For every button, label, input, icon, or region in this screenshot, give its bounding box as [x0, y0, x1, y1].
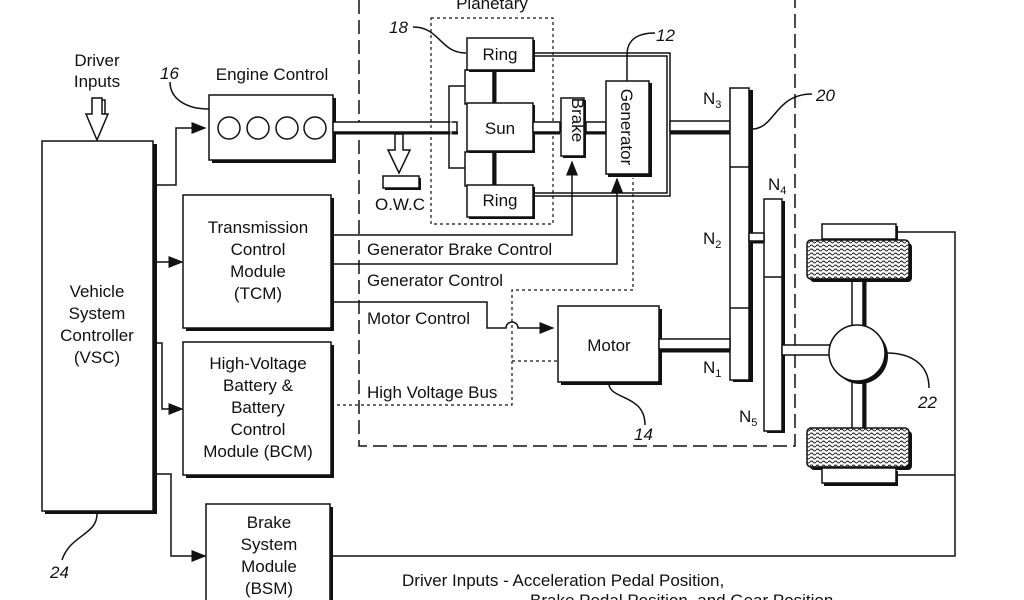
wheel-top [806, 239, 910, 280]
cylinder-icon [246, 116, 270, 140]
motor-block: Motor 14 [557, 305, 662, 444]
brake-label: Brake [568, 98, 587, 142]
n1-label: N1 [703, 358, 721, 380]
owc-label: O.W.C [375, 195, 425, 214]
bcm-line1: High-Voltage [209, 354, 306, 373]
tcm-block: Transmission Control Module (TCM) [182, 194, 334, 331]
axle-ref-number: 22 [917, 393, 937, 412]
axle-assembly: 22 [806, 223, 937, 486]
cylinder-icon [275, 116, 299, 140]
bcm-line2: Battery & [223, 376, 294, 395]
tcm-line4: (TCM) [234, 284, 282, 303]
bsm-line4: (BSM) [245, 579, 293, 598]
gear-column-b [763, 198, 785, 433]
bsm-line2: System [241, 535, 298, 554]
driver-inputs-line2: Inputs [74, 72, 120, 91]
high-voltage-bus-line [331, 178, 634, 406]
footnote-line2: Brake Pedal Position, and Gear Position [530, 591, 833, 600]
n4-label: N4 [768, 175, 786, 197]
cylinder-icon [217, 116, 241, 140]
vsc-line3: Controller [60, 326, 134, 345]
n2-label: N2 [703, 229, 721, 251]
n3-label: N3 [703, 89, 721, 111]
planetary-leader [412, 26, 467, 54]
motor-control-label: Motor Control [367, 309, 470, 328]
engine-title: Engine Control [216, 65, 328, 84]
generator-leader [626, 32, 656, 81]
wheel-bottom [806, 427, 910, 468]
engine-leader [169, 81, 210, 110]
axle-leader [885, 352, 930, 389]
bcm-block: High-Voltage Battery & Battery Control M… [182, 341, 334, 478]
vsc-to-bsm-link [156, 473, 207, 562]
bsm-line3: Module [241, 557, 297, 576]
vsc-line2: System [69, 304, 126, 323]
bcm-line4: Control [231, 420, 286, 439]
transmission-boundary [358, 0, 796, 447]
bsm-block: Brake System Module (BSM) [205, 503, 333, 600]
vsc-block: Vehicle System Controller (VSC) 24 [41, 140, 157, 582]
generator-ref-number: 12 [656, 26, 675, 45]
engine-ref-number: 16 [160, 64, 179, 83]
brake-block: Brake [560, 97, 587, 158]
vsc-line4: (VSC) [74, 348, 120, 367]
cylinder-icon [303, 116, 327, 140]
bcm-line3: Battery [231, 398, 285, 417]
differential [828, 324, 886, 382]
driver-inputs-line1: Driver [74, 51, 120, 70]
bsm-line1: Brake [247, 513, 291, 532]
motor-label: Motor [587, 336, 631, 355]
engine-block: Engine Control 16 [160, 64, 336, 163]
planetary-boundary [430, 17, 554, 225]
motor-ref-number: 14 [634, 425, 653, 444]
vsc-leader [61, 513, 98, 561]
bcm-line5: Module (BCM) [203, 442, 313, 461]
vsc-ref-number: 24 [49, 563, 69, 582]
generator-brake-control-line [331, 160, 578, 236]
footnote-line1: Driver Inputs - Acceleration Pedal Posit… [402, 571, 724, 590]
ring-top-label: Ring [483, 45, 518, 64]
ring-bottom-label: Ring [483, 191, 518, 210]
tcm-line3: Module [230, 262, 286, 281]
owc-arrow-icon [386, 133, 412, 175]
high-voltage-bus-label: High Voltage Bus [367, 383, 497, 402]
generator-control-line [331, 177, 623, 265]
gears-ref-number: 20 [815, 86, 835, 105]
generator-brake-control-label: Generator Brake Control [367, 240, 552, 259]
wheel-to-bsm-line [332, 231, 956, 557]
tcm-line1: Transmission [208, 218, 308, 237]
sun-gear [466, 102, 534, 152]
owc-block: O.W.C [375, 133, 425, 214]
generator-label: Generator [617, 89, 636, 166]
planetary-block: Planetary 18 Ring Sun Ring [389, 0, 554, 225]
vsc-to-bcm-link [156, 342, 184, 415]
planetary-title: Planetary [456, 0, 528, 13]
gears-leader [751, 93, 813, 130]
sun-label: Sun [485, 119, 515, 138]
vsc-to-engine-link [156, 122, 207, 186]
generator-block: Generator 12 [605, 26, 675, 177]
driver-inputs: Driver Inputs [74, 51, 120, 142]
gear-column-a [729, 87, 753, 382]
carrier-link [448, 85, 465, 169]
vsc-line1: Vehicle [70, 282, 125, 301]
motor-leader [608, 384, 646, 426]
ring-top [466, 37, 534, 71]
n5-label: N5 [739, 407, 757, 429]
ring-bottom [466, 184, 534, 218]
tcm-line2: Control [231, 240, 286, 259]
generator-control-label: Generator Control [367, 271, 503, 290]
engine-shaft [332, 121, 458, 133]
planetary-ref-number: 18 [389, 18, 408, 37]
motor-control-line [331, 301, 555, 334]
